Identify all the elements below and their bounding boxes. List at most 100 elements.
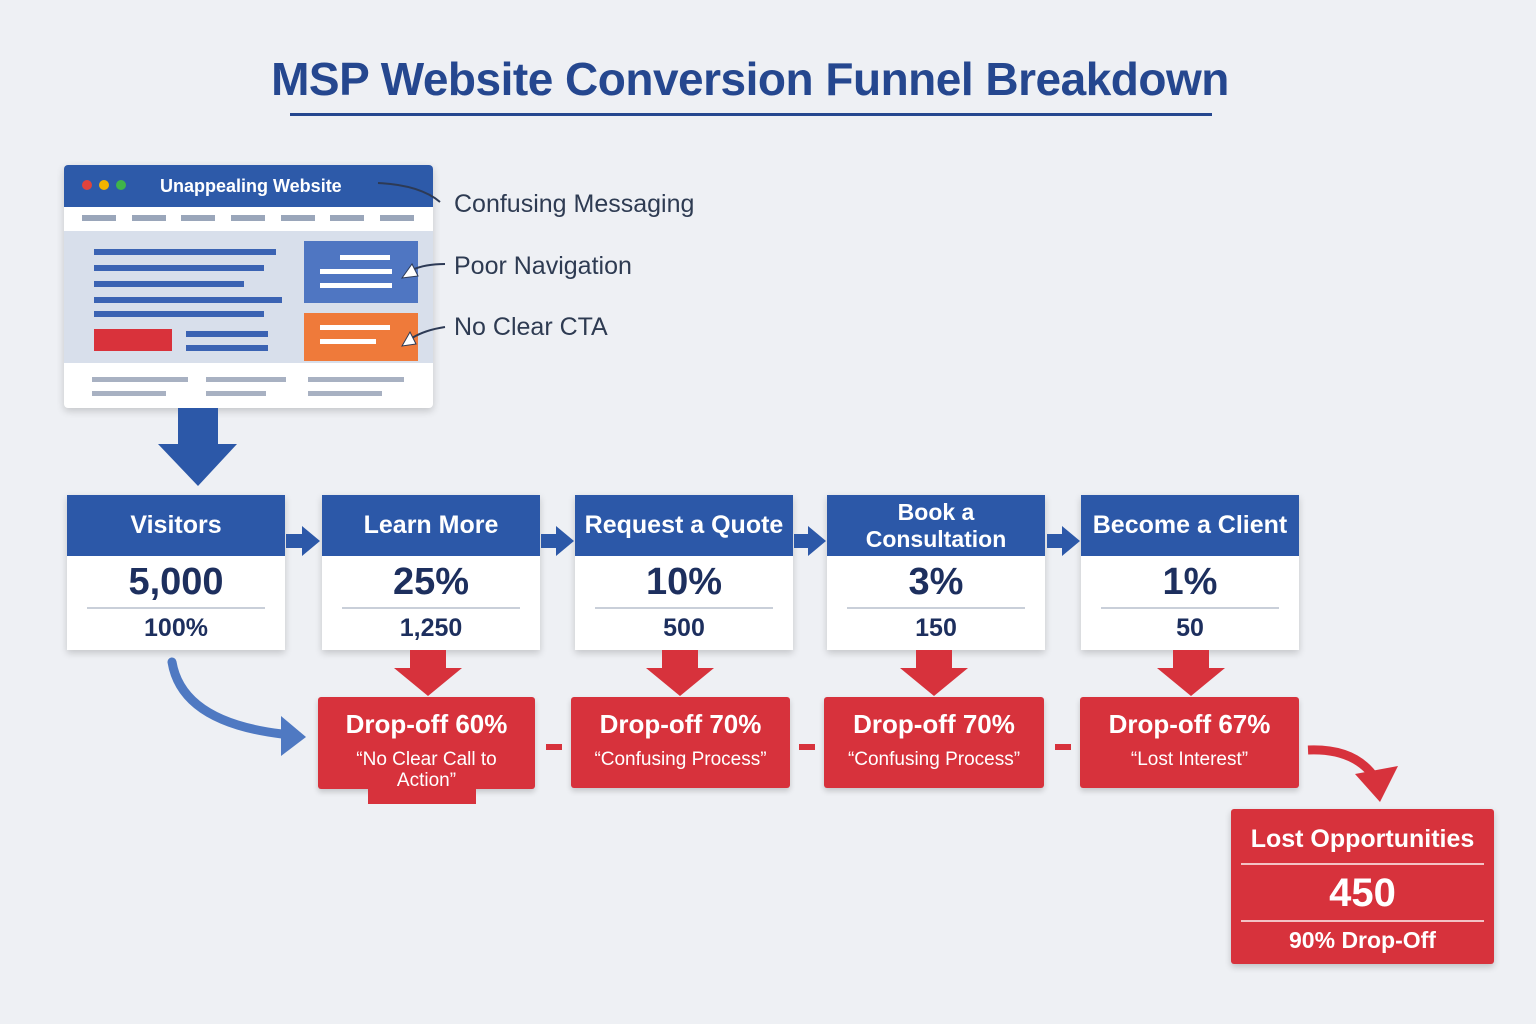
- dropoff-become-a-client: Drop-off 67% “Lost Interest”: [1080, 697, 1299, 788]
- arrow-down-icon: [1157, 650, 1225, 696]
- dropoff-title: Drop-off 67%: [1108, 709, 1271, 739]
- divider: [1101, 607, 1279, 609]
- footer-placeholder: [206, 391, 266, 396]
- dropoff-learn-more: Drop-off 60% “No Clear Call to Action”: [318, 697, 535, 791]
- divider: [847, 607, 1025, 609]
- dropoff-reason: “No Clear Call to Action”: [356, 749, 497, 791]
- callout-no-clear-cta: No Clear CTA: [454, 313, 608, 341]
- callout-leader-line: [377, 182, 441, 203]
- dropoff-title: Drop-off 70%: [599, 709, 762, 739]
- curved-arrow-icon: [167, 657, 287, 739]
- stage-primary-value: 10%: [645, 561, 723, 603]
- dropoff-request-a-quote: Drop-off 70% “Confusing Process”: [571, 697, 790, 788]
- nav-placeholder: [181, 215, 215, 221]
- text-placeholder: [94, 311, 264, 317]
- text-placeholder: [320, 283, 392, 288]
- text-placeholder: [94, 265, 264, 271]
- arrow-head-icon: [1355, 766, 1398, 802]
- window-close-dot-icon: [82, 180, 92, 190]
- arrow-right-icon: [286, 526, 320, 556]
- stage-secondary-value: 100%: [144, 614, 208, 642]
- arrow-down-icon: [394, 650, 462, 696]
- arrow-right-icon: [541, 526, 574, 556]
- lost-dropoff-rate: 90% Drop-Off: [1289, 927, 1436, 953]
- window-maximize-dot-icon: [116, 180, 126, 190]
- text-placeholder: [94, 281, 244, 287]
- stage-learn-more: Learn More 25% 1,250: [322, 495, 540, 650]
- title-underline: [290, 113, 1212, 116]
- nav-placeholder: [281, 215, 315, 221]
- text-placeholder: [186, 331, 268, 337]
- dash-connector: [1055, 744, 1071, 750]
- text-placeholder: [320, 339, 376, 344]
- divider: [595, 607, 773, 609]
- dropoff-book-a-consultation: Drop-off 70% “Confusing Process”: [824, 697, 1044, 788]
- text-placeholder: [94, 249, 276, 255]
- website-title: Unappealing Website: [160, 176, 342, 196]
- arrow-right-icon: [794, 526, 826, 556]
- arrow-right-icon: [1047, 526, 1080, 556]
- arrow-down-icon: [646, 650, 714, 696]
- dropoff-reason: “Confusing Process”: [594, 749, 767, 770]
- arrow-head-icon: [281, 716, 306, 756]
- cta-button-placeholder: [94, 329, 172, 351]
- text-placeholder: [340, 255, 390, 260]
- text-placeholder: [320, 269, 392, 274]
- dropoff-title: Drop-off 70%: [853, 709, 1015, 739]
- stage-secondary-value: 50: [1176, 614, 1204, 642]
- dash-connector: [799, 744, 815, 750]
- dropoff-note-tab: [368, 786, 476, 804]
- stage-become-a-client: Become a Client 1% 50: [1081, 495, 1299, 650]
- nav-placeholder: [82, 215, 116, 221]
- footer-placeholder: [92, 391, 166, 396]
- pointer-icon: [401, 330, 417, 347]
- window-minimize-dot-icon: [99, 180, 109, 190]
- stage-visitors: Visitors 5,000 100%: [67, 495, 285, 650]
- nav-placeholder: [132, 215, 166, 221]
- text-placeholder: [94, 297, 282, 303]
- callout-poor-navigation: Poor Navigation: [454, 252, 632, 280]
- lost-value: 450: [1329, 871, 1396, 915]
- stage-secondary-value: 150: [915, 614, 957, 642]
- arrow-down-icon: [900, 650, 968, 696]
- footer-placeholder: [308, 377, 404, 382]
- stage-secondary-value: 500: [663, 614, 705, 642]
- stage-request-a-quote: Request a Quote 10% 500: [575, 495, 793, 650]
- stage-book-a-consultation: Book a Consultation 3% 150: [827, 495, 1045, 650]
- nav-placeholder: [231, 215, 265, 221]
- stage-label: Book a Consultation: [827, 495, 1045, 556]
- lost-opportunities-box: Lost Opportunities 450 90% Drop-Off: [1231, 809, 1494, 964]
- website-mockup: Unappealing Website: [64, 165, 433, 408]
- stage-primary-value: 25%: [392, 561, 470, 603]
- arrow-down-icon: [158, 408, 237, 486]
- text-placeholder: [320, 325, 390, 330]
- stage-label: Request a Quote: [575, 495, 793, 556]
- stage-primary-value: 3%: [908, 561, 964, 603]
- stage-label: Learn More: [322, 495, 540, 556]
- divider: [1241, 863, 1484, 865]
- stage-primary-value: 1%: [1162, 561, 1218, 603]
- footer-placeholder: [92, 377, 188, 382]
- cta-card-placeholder: [304, 313, 418, 361]
- footer-placeholder: [206, 377, 286, 382]
- footer-placeholder: [308, 391, 382, 396]
- callout-leader-line: [411, 326, 446, 339]
- stage-secondary-value: 1,250: [399, 614, 463, 642]
- stage-label: Become a Client: [1081, 495, 1299, 556]
- pointer-icon: [400, 263, 419, 279]
- dropoff-title: Drop-off 60%: [345, 709, 508, 739]
- divider: [342, 607, 520, 609]
- stage-label: Visitors: [67, 495, 285, 556]
- stage-primary-value: 5,000: [128, 561, 224, 603]
- lost-title: Lost Opportunities: [1250, 825, 1475, 853]
- divider: [1241, 920, 1484, 922]
- dropoff-reason: “Lost Interest”: [1130, 749, 1249, 770]
- callout-confusing-messaging: Confusing Messaging: [454, 190, 695, 218]
- dash-connector: [546, 744, 562, 750]
- nav-placeholder: [380, 215, 414, 221]
- divider: [87, 607, 265, 609]
- nav-placeholder: [330, 215, 364, 221]
- page-title: MSP Website Conversion Funnel Breakdown: [271, 53, 1229, 105]
- dropoff-reason: “Confusing Process”: [847, 749, 1021, 770]
